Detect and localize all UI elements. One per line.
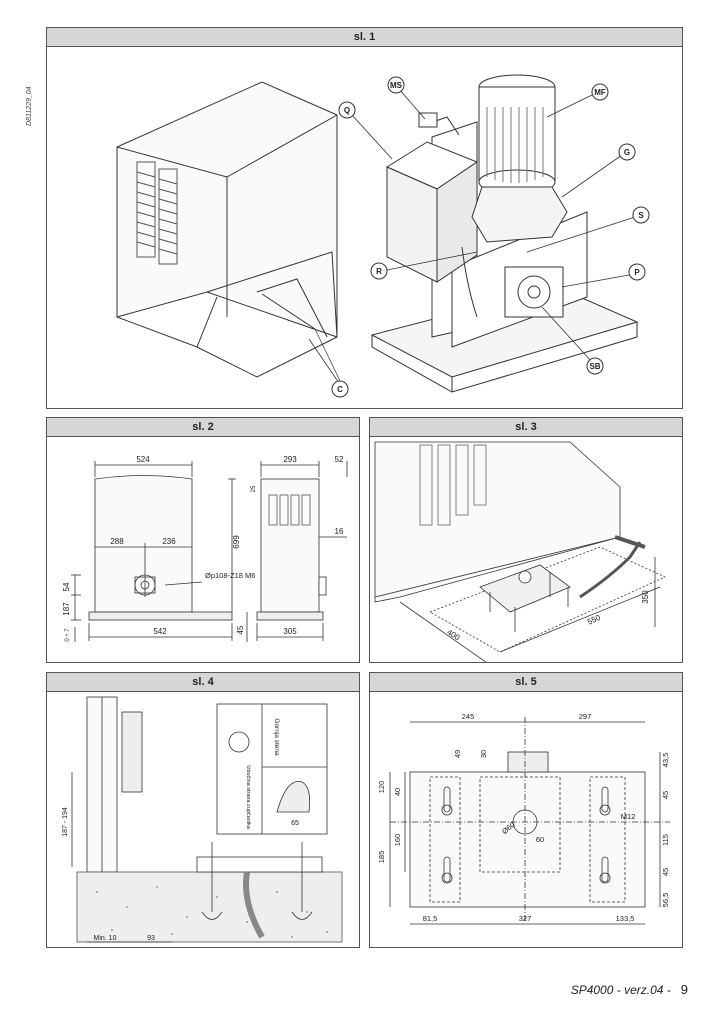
dim-93: 93 — [147, 935, 155, 942]
dim-187-194: 187 - 194 — [62, 807, 69, 837]
dim-524: 524 — [136, 455, 150, 464]
dim-133-5: 133,5 — [616, 914, 635, 923]
label-protrusion: Izbočina strana zupčanika — [245, 765, 251, 830]
foundation-plate — [409, 771, 646, 908]
dim-236: 236 — [162, 537, 176, 546]
side-view-base — [256, 611, 324, 621]
callout-p: P — [628, 263, 646, 281]
figure-4-title: sl. 4 — [47, 673, 359, 692]
dim-43-5: 43,5 — [661, 753, 670, 768]
figure-3-panel: sl. 3 400 550 — [369, 417, 683, 663]
callout-sb: SB — [586, 357, 604, 375]
dim-288: 288 — [110, 537, 124, 546]
dim-245: 245 — [462, 712, 475, 721]
figure-4-drawing: 187 - 194 Min. 10 93 65 Gornja stena Izb… — [62, 696, 343, 943]
dim-16: 16 — [335, 527, 344, 536]
inset-gear — [228, 731, 250, 753]
front-view-housing — [94, 475, 193, 613]
figure-1-title: sl. 1 — [47, 28, 682, 47]
svg-text:R: R — [376, 267, 382, 276]
dim-699: 699 — [232, 535, 241, 549]
dim-297: 297 — [579, 712, 592, 721]
label-m12: M12 — [621, 812, 636, 821]
callout-r: R — [370, 262, 388, 280]
figure-3-drawing: 400 550 350 — [374, 441, 666, 662]
svg-text:SB: SB — [589, 362, 600, 371]
dim-45-bottom: 45 — [661, 868, 670, 876]
dim-187: 187 — [62, 602, 71, 616]
rack — [121, 711, 143, 793]
svg-text:P: P — [634, 268, 640, 277]
front-view-base — [88, 611, 233, 621]
dim-542: 542 — [153, 627, 167, 636]
footer-doc-version: SP4000 - verz.04 - — [570, 983, 671, 997]
figure-1-panel: sl. 1 — [46, 27, 683, 409]
gearbox — [471, 186, 568, 243]
svg-text:C: C — [337, 385, 343, 394]
figure-1-drawing: MS MF Q G S R P SB C — [116, 74, 650, 398]
svg-text:MF: MF — [594, 88, 606, 97]
dim-30: 30 — [479, 750, 488, 758]
figure-2-drawing: 524 288 236 542 699 54 187 0 ÷ 7 Øp108-Z… — [62, 455, 348, 642]
figure-5-title: sl. 5 — [370, 673, 682, 692]
dim-25: 25 — [251, 485, 257, 492]
dim-550: 550 — [586, 613, 602, 627]
dim-56-5: 56,5 — [661, 893, 670, 908]
callout-g: G — [618, 143, 636, 161]
dim-120: 120 — [377, 781, 386, 794]
dim-327: 327 — [519, 914, 532, 923]
dim-45-top: 45 — [661, 791, 670, 799]
dim-400: 400 — [445, 627, 462, 642]
detail-inset — [216, 703, 328, 835]
motor-body — [478, 86, 556, 183]
dim-350: 350 — [641, 590, 650, 604]
dim-45: 45 — [236, 625, 245, 634]
dim-40: 40 — [393, 788, 402, 796]
ground-concrete — [76, 871, 343, 943]
figure-5-drawing: 245 297 49 30 43,5 120 40 45 M12 115 160… — [377, 712, 670, 925]
callout-q: Q — [338, 101, 356, 119]
page-number: 9 — [680, 982, 688, 997]
callout-ms: MS — [387, 76, 405, 94]
side-view-housing — [260, 478, 320, 613]
page-footer: SP4000 - verz.04 - 9 — [571, 982, 688, 997]
svg-text:G: G — [624, 148, 630, 157]
callout-c: C — [331, 380, 349, 398]
dim-81-5: 81,5 — [423, 914, 438, 923]
callout-mf: MF — [591, 83, 609, 101]
dim-115: 115 — [661, 834, 670, 846]
dim-52: 52 — [335, 455, 344, 464]
figure-2-panel: sl. 2 — [46, 417, 360, 663]
dim-65: 65 — [291, 820, 299, 827]
figure-3-title: sl. 3 — [370, 418, 682, 437]
conduit — [243, 871, 265, 939]
pinion-gear — [517, 275, 551, 309]
document-code: D811229_04 — [26, 86, 33, 126]
dim-160: 160 — [393, 834, 402, 847]
pinion-top — [507, 751, 549, 773]
figure-5-panel: sl. 5 245 — [369, 672, 683, 948]
dim-0-7: 0 ÷ 7 — [65, 628, 71, 642]
svg-text:S: S — [638, 211, 644, 220]
motor-brake-switch — [418, 112, 438, 128]
dim-49: 49 — [453, 750, 462, 758]
dim-min-10: Min. 10 — [94, 935, 117, 942]
pinion-label: Øp108-Z18 M6 — [205, 571, 255, 580]
dim-293: 293 — [283, 455, 297, 464]
dim-54: 54 — [62, 582, 71, 591]
motor-base — [196, 856, 323, 873]
foundation-plate — [479, 564, 571, 613]
dim-60: 60 — [536, 835, 544, 844]
figure-2-title: sl. 2 — [47, 418, 359, 437]
figure-4-panel: sl. 4 — [46, 672, 360, 948]
svg-text:Q: Q — [344, 106, 350, 115]
label-wall-top: Gornja stena — [273, 718, 280, 756]
svg-text:MS: MS — [390, 81, 403, 90]
louver-left — [136, 161, 156, 258]
callout-s: S — [632, 206, 650, 224]
dim-185: 185 — [377, 851, 386, 864]
dim-305: 305 — [283, 627, 297, 636]
louver-right — [158, 168, 178, 265]
